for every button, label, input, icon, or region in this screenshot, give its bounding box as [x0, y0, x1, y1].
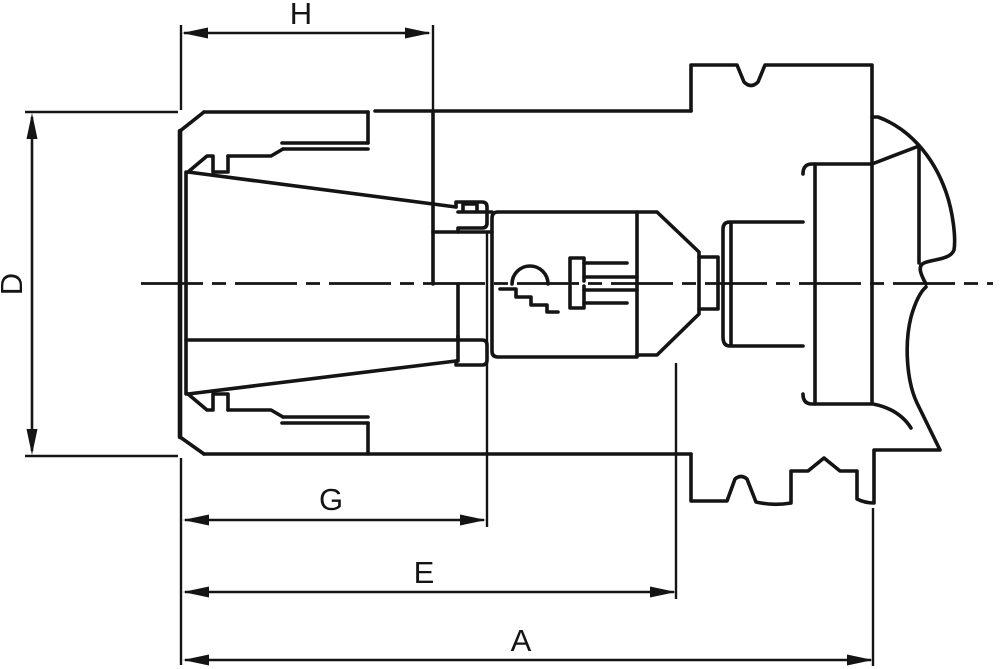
- collet-cone: [184, 110, 494, 396]
- inner-lines: [582, 261, 639, 305]
- dim-label-d: D: [0, 273, 29, 295]
- step-stairs: [498, 287, 560, 314]
- nut-inner-step-top: [226, 147, 285, 158]
- stud-cylinder: [697, 255, 720, 311]
- nut-hook-bottom: [186, 392, 230, 412]
- nut-inner-step-bottom: [226, 408, 285, 419]
- inner-rect-top: [568, 256, 586, 283]
- dim-label-h: H: [290, 0, 312, 31]
- dimension-g: G: [179, 232, 489, 665]
- dimension-d: D: [0, 110, 178, 458]
- cone-slant-bottom: [186, 359, 458, 396]
- nut-inner-band-top: [280, 141, 370, 151]
- inner-block: [490, 210, 639, 359]
- dim-label-a: A: [511, 623, 532, 658]
- g-arrow-right: [460, 514, 486, 526]
- taper-shank: [689, 63, 957, 507]
- inner-block-tab: [456, 202, 494, 214]
- e-arrow-left: [183, 586, 209, 598]
- ejector-cone: [635, 210, 701, 357]
- a-arrow-left: [183, 654, 209, 666]
- collet-nose-bottom: [454, 334, 489, 367]
- stud-collar: [721, 220, 805, 348]
- g-arrow-left: [183, 514, 209, 526]
- a-arrow-right: [847, 654, 873, 666]
- dimension-e: E: [183, 363, 678, 599]
- nut-inner-band-bottom: [280, 415, 370, 425]
- bore-top-edge: [801, 144, 921, 176]
- nut-hook-top: [186, 154, 230, 174]
- nut-chamfer-top: [178, 110, 206, 133]
- d-arrow-bottom: [26, 429, 38, 455]
- inner-mechanism: [456, 202, 805, 359]
- dimension-h: H: [179, 0, 435, 110]
- bore-bottom-edge: [801, 392, 913, 430]
- cone-slant-top: [186, 170, 458, 209]
- dim-label-g: G: [319, 482, 343, 517]
- inner-rect-bottom: [568, 284, 586, 310]
- e-arrow-right: [650, 586, 676, 598]
- body-cylinder: [202, 109, 693, 456]
- h-arrow-left: [182, 27, 208, 39]
- collet-nut: [177, 110, 370, 456]
- shank-outline-bottom: [689, 285, 942, 507]
- h-arrow-right: [405, 27, 431, 39]
- d-arrow-top: [26, 113, 38, 139]
- shank-outline-top: [689, 63, 957, 286]
- dim-label-e: E: [414, 555, 435, 590]
- ball-dome: [510, 264, 550, 286]
- collet-nose-top: [454, 200, 489, 234]
- dimension-a: A: [183, 508, 875, 666]
- nut-chamfer-bottom: [178, 435, 206, 456]
